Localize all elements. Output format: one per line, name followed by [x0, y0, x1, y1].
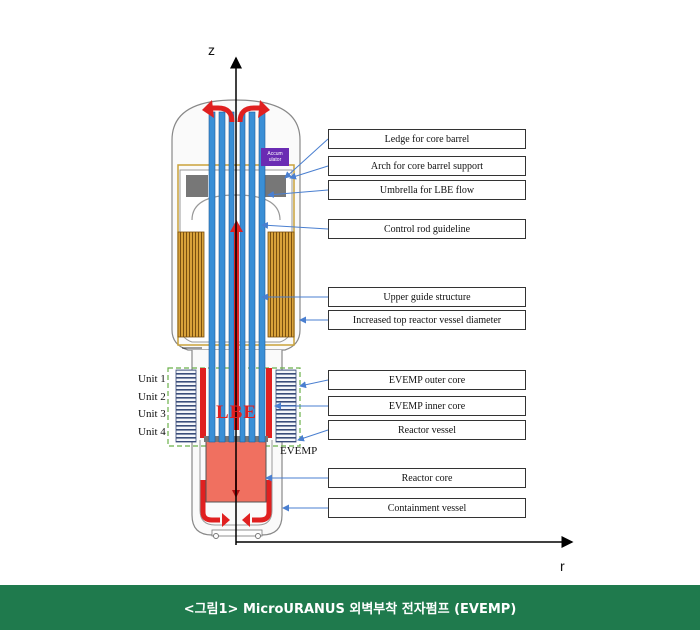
coil-left	[177, 231, 205, 338]
rods	[208, 111, 266, 443]
top-flow-left	[210, 105, 235, 123]
caption-text: <그림1> MicroURANUS 외벽부착 전자펌프 (EVEMP)	[183, 602, 517, 617]
callout-upper-guide: Upper guide structure	[328, 287, 526, 307]
coil-right	[267, 231, 295, 338]
diagram-stage: Accum ulator LBE EVEMP Unit 1 Unit 2 Uni…	[138, 42, 574, 574]
lbe-label: LBE	[216, 402, 258, 423]
bottom-flow-left	[200, 480, 220, 523]
callout-increased-diameter: Increased top reactor vessel diameter	[328, 310, 526, 330]
unit-label-1: Unit 1	[138, 373, 166, 385]
ledge-left	[186, 175, 208, 197]
callout-containment: Containment vessel	[328, 498, 526, 518]
unit-label-4: Unit 4	[138, 426, 166, 438]
callout-evemp-outer: EVEMP outer core	[328, 370, 526, 390]
accumulator-box: Accum ulator	[261, 148, 289, 166]
callout-arch: Arch for core barrel support	[328, 156, 526, 176]
callout-control-rod: Control rod guideline	[328, 219, 526, 239]
callout-evemp-inner: EVEMP inner core	[328, 396, 526, 416]
bottom-flow-right	[252, 480, 272, 523]
z-axis-label: z	[208, 42, 215, 58]
callout-reactor-vessel: Reactor vessel	[328, 420, 526, 440]
r-axis-label: r	[560, 558, 565, 574]
callout-ledge: Ledge for core barrel	[328, 129, 526, 149]
base-plate	[211, 529, 263, 537]
callout-umbrella: Umbrella for LBE flow	[328, 180, 526, 200]
caption-bar: <그림1> MicroURANUS 외벽부착 전자펌프 (EVEMP)	[0, 585, 700, 630]
top-flow-right	[237, 105, 262, 123]
evemp-left	[175, 369, 197, 443]
leader-lines	[261, 138, 329, 512]
accumulator-label: Accum ulator	[267, 151, 283, 163]
unit-label-2: Unit 2	[138, 391, 166, 403]
lbe-downflow-right	[266, 368, 272, 438]
evemp-label: EVEMP	[280, 445, 318, 457]
lbe-downflow-left	[200, 368, 206, 438]
unit-label-3: Unit 3	[138, 408, 166, 420]
callout-reactor-core: Reactor core	[328, 468, 526, 488]
